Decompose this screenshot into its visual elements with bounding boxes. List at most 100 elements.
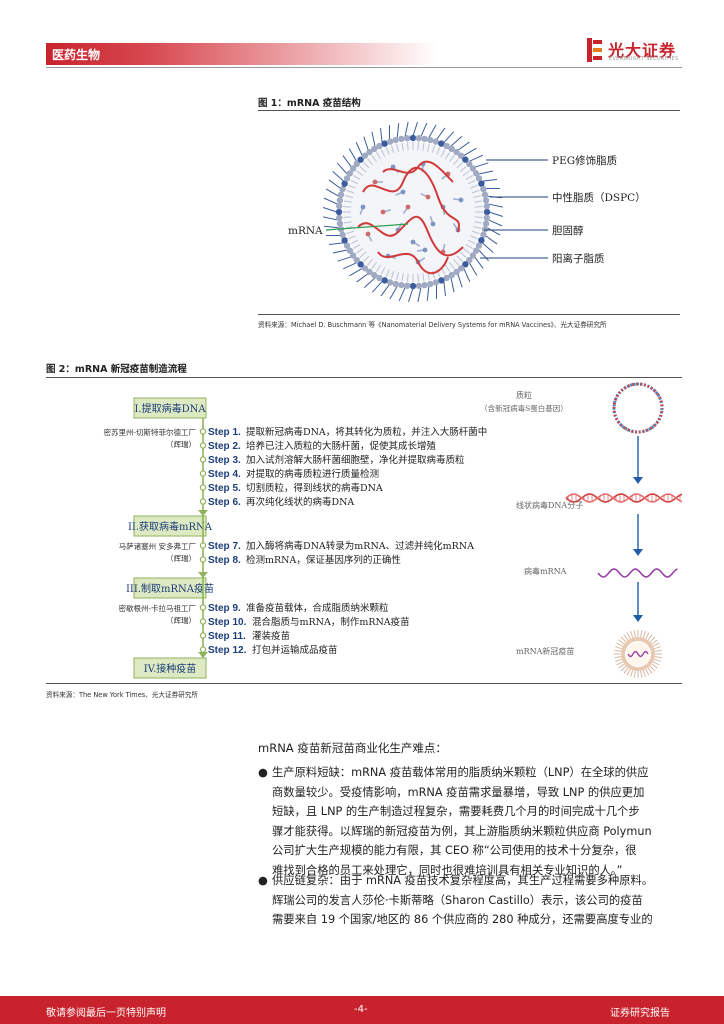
peg-chain [399, 288, 405, 301]
inner-lipid-head [431, 222, 436, 227]
cationic-lipid-label: 阳离子脂质 [552, 252, 605, 265]
peg-chain [451, 278, 454, 292]
lipid-nanoparticle [323, 122, 503, 302]
step-dot [200, 499, 205, 504]
step-dot [200, 543, 205, 548]
header-band [46, 43, 438, 65]
lipid-head [478, 180, 484, 186]
step-dot [200, 619, 205, 624]
lipid-head [381, 140, 387, 146]
lipid-head [484, 203, 490, 209]
flow-arrow-2 [198, 572, 208, 578]
lipid-head [337, 220, 343, 226]
peg-chain [338, 257, 352, 262]
lipid-head [421, 282, 427, 288]
peg-chain [343, 156, 352, 168]
step-number: Step 5. [208, 483, 241, 494]
step-number: Step 3. [208, 455, 241, 466]
vaccine-spike [643, 669, 645, 677]
linear-dna-icon [566, 494, 682, 502]
peg-chain [323, 208, 337, 213]
peg-chain [421, 123, 427, 136]
lipid-head [483, 197, 489, 203]
step-number: Step 7. [208, 541, 241, 552]
bullet2-text: 供应链复杂：由于 mRNA 疫苗技术复杂程度高，其生产过程需要多种原料。辉瑞公司… [258, 871, 683, 930]
peg-chain [474, 163, 488, 168]
vaccine-spike [615, 647, 623, 649]
site2-line2: （辉瑞） [166, 553, 196, 563]
lipid-head [482, 192, 488, 198]
vaccine-spike [631, 669, 633, 677]
lipid-head [336, 215, 342, 221]
inner-lipid-head [381, 210, 386, 215]
figure1-source: 资料来源：Michael D. Buschmann 等《Nanomaterial… [258, 319, 607, 329]
bullet-line: 商数量较少。受疫情影响，mRNA 疫苗需求量暴增，导致 LNP 的供应更加 [272, 783, 683, 803]
step-text: 准备疫苗载体，合成脂质纳米颗粒 [246, 602, 389, 614]
lipid-head [393, 137, 399, 143]
peg-chain [409, 288, 414, 302]
arrowhead-1 [633, 477, 643, 484]
step-number: Step 12. [208, 645, 247, 656]
bullet-line: 生产原料短缺：mRNA 疫苗载体常用的脂质纳米颗粒（LNP）在全球的供应 [272, 763, 683, 783]
inner-lipid-head [459, 198, 464, 203]
step-text: 混合脂质与mRNA，制作mRNA疫苗 [252, 616, 410, 628]
lipid-head [480, 232, 486, 238]
lipid-head [387, 138, 393, 144]
peg-chain [482, 180, 497, 182]
dspc-label: 中性脂质（DSPC） [552, 191, 646, 204]
peg-chain [418, 288, 421, 302]
vaccine-label: mRNA新冠疫苗 [516, 646, 574, 656]
lipid-tail [408, 274, 409, 282]
peg-chain [458, 142, 470, 151]
vaccine-spike [617, 643, 624, 647]
step-text: 提取新冠病毒DNA，将其转化为质粒，并注入大肠杆菌中 [246, 426, 487, 438]
inner-lipid-head [426, 195, 431, 200]
vaccine-spike [617, 661, 624, 665]
peg-chain [427, 286, 429, 301]
site2-line1: 马萨诸塞州 安多弗工厂 [119, 541, 197, 551]
stage-label-4: IV.接种疫苗 [144, 662, 197, 675]
peg-chain [356, 142, 362, 155]
peg-chain [329, 180, 341, 189]
bullet-line: 需要来自 19 个国家/地区的 86 个供应商的 280 种成分，还需要高度专业… [272, 910, 683, 930]
lipid-head [483, 220, 489, 226]
peg-chain [329, 243, 344, 245]
vaccine-spike [643, 631, 645, 639]
vaccine-spike [634, 670, 635, 678]
site1-line2: （辉瑞） [166, 439, 196, 449]
cholesterol-label: 胆固醇 [552, 224, 584, 237]
step-text: 再次纯化线状的病毒DNA [246, 496, 354, 508]
peg-chain [333, 171, 344, 181]
step-text: 检测mRNA，保证基因序列的正确性 [246, 554, 401, 566]
step-number: Step 4. [208, 469, 241, 480]
step-text: 培养已注入质粒的大肠杆菌，促使其成长增殖 [246, 440, 437, 452]
lipid-head [484, 209, 490, 215]
figure2-source: 资料来源：The New York Times、光大证券研究所 [46, 689, 198, 699]
peg-chain [479, 250, 489, 261]
brand-subtitle: EVERBRIGHT SECURITIES [609, 56, 678, 62]
lipid-tail [418, 274, 419, 282]
peg-chain [324, 198, 337, 204]
lipid-head [398, 282, 404, 288]
peg-chain [444, 281, 446, 296]
lipid-head [404, 135, 410, 141]
peg-chain [364, 137, 369, 151]
step-text: 灌装疫苗 [252, 630, 290, 642]
peg-chain [479, 171, 493, 174]
bullet-raw-material: ● 生产原料短缺：mRNA 疫苗载体常用的脂质纳米颗粒（LNP）在全球的供应商数… [258, 763, 683, 880]
viral-mrna-label: 病毒mRNA [524, 566, 567, 576]
vaccine-spike [627, 668, 631, 675]
peg-chain [343, 263, 356, 269]
peg-chain [372, 281, 382, 292]
vaccine-spike [614, 657, 622, 658]
lipid-head [404, 283, 410, 289]
lipid-head [416, 283, 422, 289]
peg-chain [397, 123, 399, 138]
peg-chain [487, 228, 500, 235]
vaccine-spike [652, 643, 659, 647]
vaccine-spike [627, 633, 631, 640]
vaccine-spike [645, 668, 649, 675]
stage-label-1: I.提取病毒DNA [134, 402, 206, 415]
figure2-bottom-rule [46, 683, 682, 684]
